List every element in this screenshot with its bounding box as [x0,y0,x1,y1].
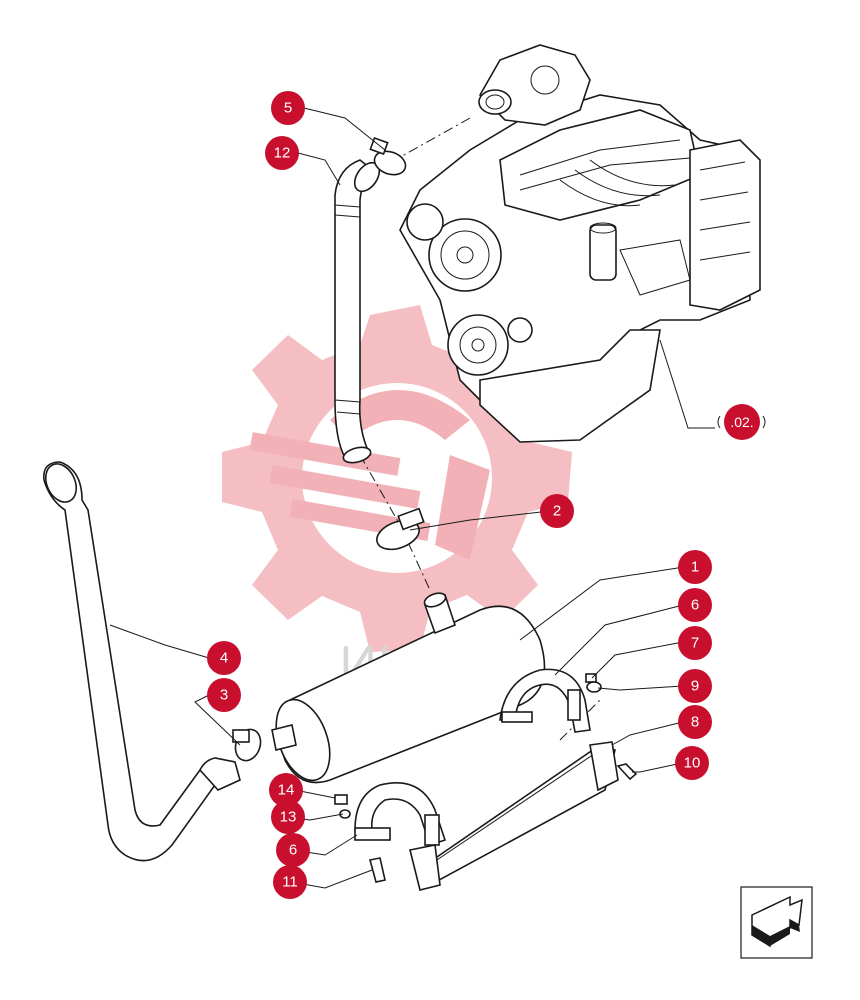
part-2-clamp [376,507,425,551]
part-6-strap-right [499,668,591,733]
svg-text:1: 1 [691,559,699,576]
part-13-washer [339,809,351,819]
guide-turbo-clamp [394,117,471,161]
part-6-strap-left [354,781,447,847]
svg-text:12: 12 [274,145,291,162]
callout-2: 2 [540,494,574,528]
part-14-nut [334,794,348,805]
part-3-clamp [199,728,262,791]
svg-text:3: 3 [220,687,228,704]
svg-text:10: 10 [684,755,701,772]
ref-brackets [717,415,766,429]
callout-12: 12 [265,136,299,170]
svg-text:4: 4 [220,650,228,667]
part-11-bolt [369,857,386,883]
engine-assembly [399,44,761,443]
callout-4: 4 [207,641,241,675]
callout-13: 13 [271,800,305,834]
svg-text:13: 13 [280,809,297,826]
callout-10: 10 [675,746,709,780]
callout-9: 9 [678,669,712,703]
callout-7: 7 [678,626,712,660]
svg-text:5: 5 [284,100,292,117]
svg-text:7: 7 [691,635,699,652]
callout-6-right: 6 [678,588,712,622]
part-1-muffler [271,592,546,784]
callout-1: 1 [678,550,712,584]
svg-text:11: 11 [282,874,298,891]
callout-14: 14 [269,773,303,807]
part-9-washer [586,681,602,693]
part-8-bracket [409,741,619,891]
leader-lines [109,107,715,889]
svg-text:8: 8 [691,714,699,731]
svg-text:6: 6 [289,842,297,859]
part-10-bolt [616,763,638,781]
svg-text:9: 9 [691,678,699,695]
callout-3: 3 [207,678,241,712]
svg-text:6: 6 [691,597,699,614]
svg-text:2: 2 [553,503,561,520]
part-4-tailpipe [43,461,217,862]
callout-6-left: 6 [276,833,310,867]
next-page-arrow-icon[interactable] [740,886,813,959]
svg-text:.02.: .02. [730,414,753,430]
callout-5: 5 [271,91,305,125]
callout-11: 11 [273,865,307,899]
callout-8: 8 [678,705,712,739]
svg-text:14: 14 [278,782,295,799]
part-12-pipe [334,159,381,464]
callout-ref-02[interactable]: .02. [724,404,760,440]
